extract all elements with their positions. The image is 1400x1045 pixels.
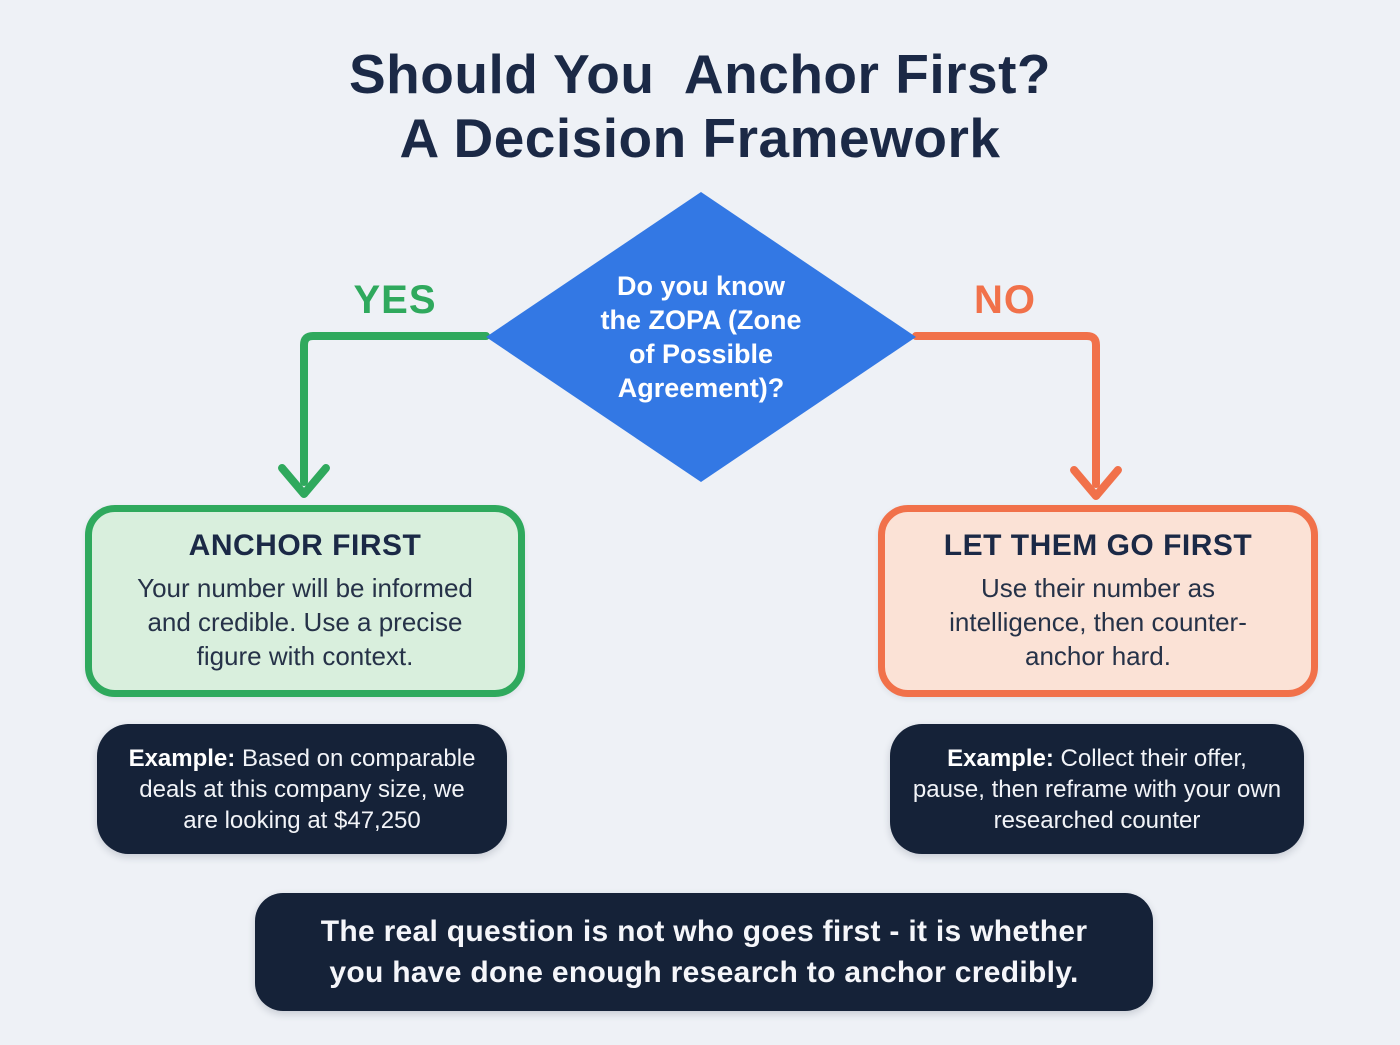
example-body: Collect their offer, pause, then reframe… [912, 744, 1282, 834]
let-them-go-first-body: Use their number as intelligence, then c… [949, 573, 1247, 671]
let-them-go-first-box: LET THEM GO FIRST Use their number as in… [878, 505, 1318, 697]
takeaway-text: The real question is not who goes first … [320, 915, 1088, 989]
yes-arrow [278, 332, 490, 498]
let-them-go-example-text: Example: Collect their offer, pause, the… [912, 743, 1282, 836]
page-title-line1: Should You Anchor First? [348, 43, 1051, 105]
page-title: Should You Anchor First? A Decision Fram… [0, 42, 1400, 170]
no-branch-label: NO [974, 278, 1036, 322]
anchor-first-box: ANCHOR FIRST Your number will be informe… [85, 505, 525, 697]
anchor-first-example-box: Example: Based on comparable deals at th… [97, 724, 507, 854]
anchor-first-example-text: Example: Based on comparable deals at th… [119, 743, 485, 836]
decision-question: Do you know the ZOPA (Zone of Possible A… [600, 271, 802, 403]
anchor-first-body: Your number will be informed and credibl… [137, 573, 473, 671]
yes-arrowhead-icon [278, 464, 330, 498]
decision-diamond: Do you know the ZOPA (Zone of Possible A… [486, 192, 916, 482]
example-label: Example: [947, 744, 1054, 772]
example-body: Based on comparable deals at this compan… [139, 744, 476, 834]
let-them-go-first-title: LET THEM GO FIRST [943, 529, 1253, 562]
no-arrow [912, 332, 1122, 500]
yes-branch-label: YES [353, 278, 437, 322]
page-title-line2: A Decision Framework [399, 107, 1001, 169]
takeaway-box: The real question is not who goes first … [255, 893, 1153, 1011]
let-them-go-example-box: Example: Collect their offer, pause, the… [890, 724, 1304, 854]
no-arrowhead-icon [1070, 466, 1122, 500]
anchor-first-title: ANCHOR FIRST [188, 529, 422, 562]
example-label: Example: [128, 744, 236, 772]
